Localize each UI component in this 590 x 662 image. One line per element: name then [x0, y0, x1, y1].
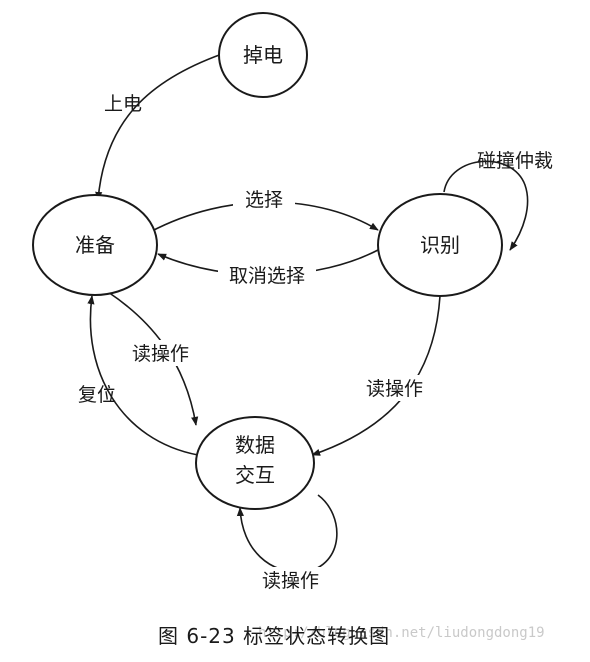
- state-data-exchange-label-line2: 交互: [235, 463, 275, 487]
- edge-read-op-ready-label: 读操作: [132, 343, 189, 365]
- state-data-exchange: [195, 416, 315, 510]
- caption-text: 图 6-23 标签状态转换图: [158, 624, 391, 648]
- edge-power-on-label: 上电: [104, 93, 142, 115]
- state-ready-label: 准备: [75, 233, 115, 257]
- state-power-off: [218, 12, 308, 98]
- state-data-exchange-label-line1: 数据: [235, 433, 275, 457]
- state-identify: [377, 193, 503, 297]
- edge-power-on: [95, 53, 223, 201]
- figure-caption: http://blog.csdn.net/liudongdong19 图 6-2…: [0, 620, 590, 656]
- edge-reset-label: 复位: [78, 384, 116, 406]
- edge-read-op-identify-label: 读操作: [366, 378, 423, 400]
- edge-read-op-self-label: 读操作: [262, 570, 319, 592]
- edge-cancel-select-label: 取消选择: [229, 265, 305, 287]
- edge-collision-arbitration-label: 碰撞仲裁: [477, 150, 553, 172]
- edge-collision-arbitration: [443, 160, 529, 251]
- edge-reset: [87, 295, 199, 456]
- watermark: http://blog.csdn.net/liudongdong19: [258, 625, 545, 641]
- state-ready: [32, 194, 158, 296]
- edge-select-label: 选择: [245, 189, 283, 211]
- state-power-off-label: 掉电: [243, 43, 283, 67]
- state-identify-label: 识别: [420, 233, 460, 257]
